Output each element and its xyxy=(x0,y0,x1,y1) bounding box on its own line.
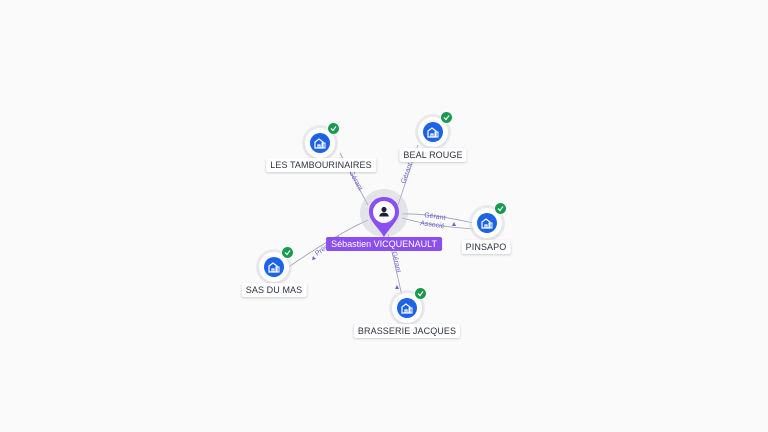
building-icon xyxy=(477,213,497,233)
edge-label: Gérant xyxy=(347,170,363,192)
building-icon xyxy=(423,122,443,142)
company-label[interactable]: BEAL ROUGE xyxy=(399,148,467,162)
company-label[interactable]: SAS DU MAS xyxy=(241,283,307,297)
edge-label: Associé xyxy=(420,220,445,230)
building-icon xyxy=(310,133,330,153)
building-icon xyxy=(264,257,284,277)
company-node-pinsapo[interactable] xyxy=(472,202,507,238)
building-icon xyxy=(397,298,417,318)
person-label[interactable]: Sébastien VICQUENAULT xyxy=(326,237,442,251)
company-node-beal-rouge[interactable] xyxy=(418,111,453,147)
person-node[interactable] xyxy=(366,195,402,239)
company-node-sas-du-mas[interactable] xyxy=(259,246,294,282)
check-icon xyxy=(494,202,507,215)
check-icon xyxy=(281,246,294,259)
check-icon xyxy=(440,111,453,124)
check-icon xyxy=(327,122,340,135)
company-label[interactable]: PINSAPO xyxy=(461,240,511,254)
check-icon xyxy=(414,287,427,300)
company-label[interactable]: BRASSERIE JACQUES xyxy=(353,324,461,338)
person-icon xyxy=(379,206,389,217)
edge-arrowheads xyxy=(312,222,456,289)
edge-label: Gérant xyxy=(400,162,414,185)
edge-pinsapo: Gérant Associé xyxy=(401,212,479,230)
edge-label: Gérant xyxy=(424,212,446,222)
company-node-brasserie-jacques[interactable] xyxy=(392,287,427,323)
edge-label: Gérant xyxy=(390,251,402,273)
company-node-les-tambourinaires[interactable] xyxy=(305,122,340,158)
company-label[interactable]: LES TAMBOURINAIRES xyxy=(266,158,376,172)
